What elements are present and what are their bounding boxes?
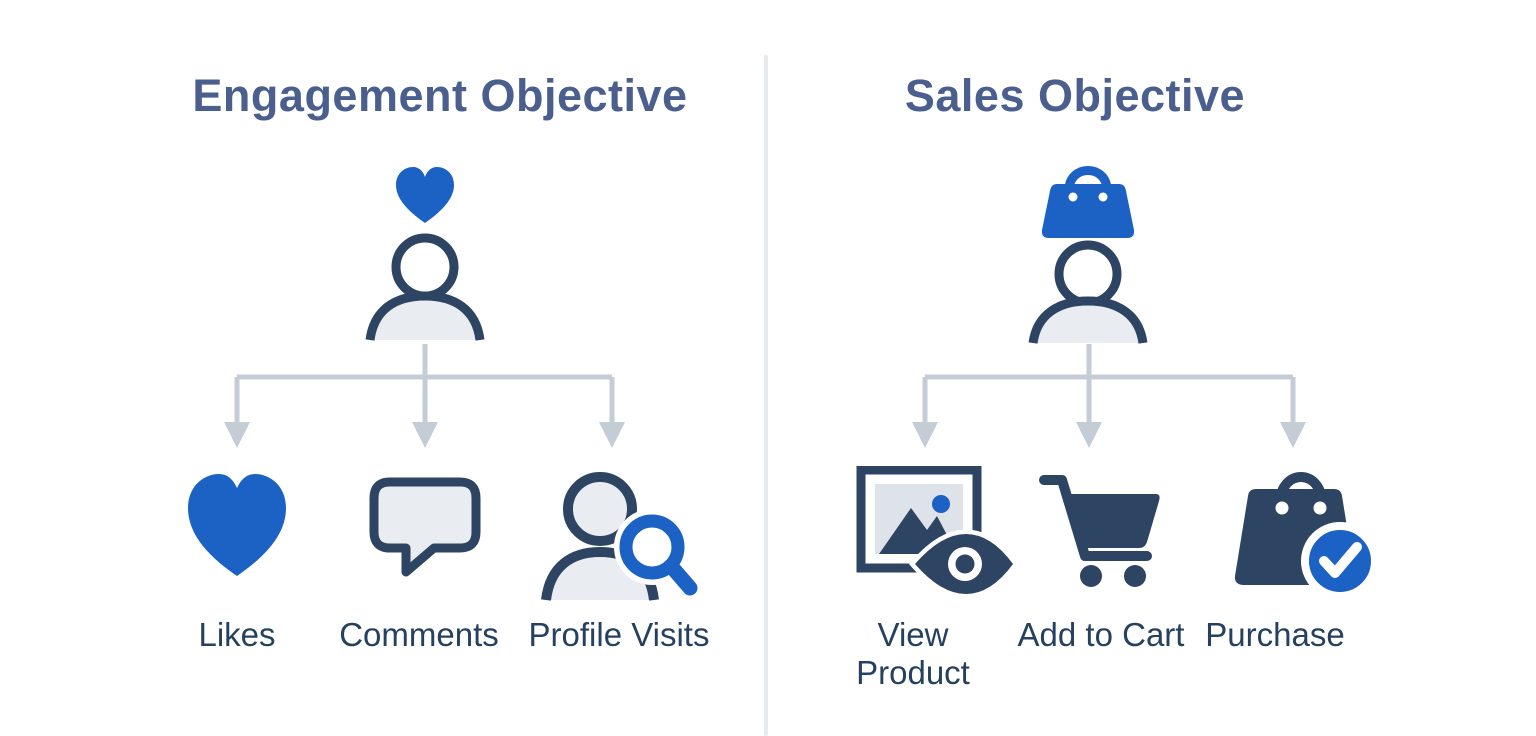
label-likes: Likes xyxy=(198,616,276,653)
purchase-check-icon xyxy=(1234,472,1379,600)
add-to-cart-icon xyxy=(1039,475,1160,587)
magnifier-glyph xyxy=(614,509,698,596)
heart-glyph xyxy=(396,167,454,223)
panel-divider xyxy=(764,55,768,736)
eye-glyph xyxy=(909,529,1017,599)
label-add-to-cart: Add to Cart xyxy=(1017,616,1185,653)
sales-title: Sales Objective xyxy=(904,70,1246,121)
label-view-product: View Product xyxy=(856,616,970,691)
bag-glyph xyxy=(1041,184,1135,238)
comment-bubble-icon xyxy=(369,477,481,577)
label-purchase: Purchase xyxy=(1205,616,1345,653)
engagement-branch-arrows xyxy=(224,344,625,448)
engagement-title: Engagement Objective xyxy=(192,70,688,121)
heart-icon xyxy=(188,474,286,576)
check-badge-glyph xyxy=(1301,522,1379,600)
label-comments: Comments xyxy=(339,616,499,653)
user-heart-icon xyxy=(365,167,485,341)
profile-search-icon xyxy=(541,472,698,601)
label-profile-visits: Profile Visits xyxy=(528,616,710,653)
user-shopping-bag-icon xyxy=(1028,166,1148,344)
sales-branch-arrows xyxy=(912,344,1306,448)
view-product-icon xyxy=(856,466,1017,599)
